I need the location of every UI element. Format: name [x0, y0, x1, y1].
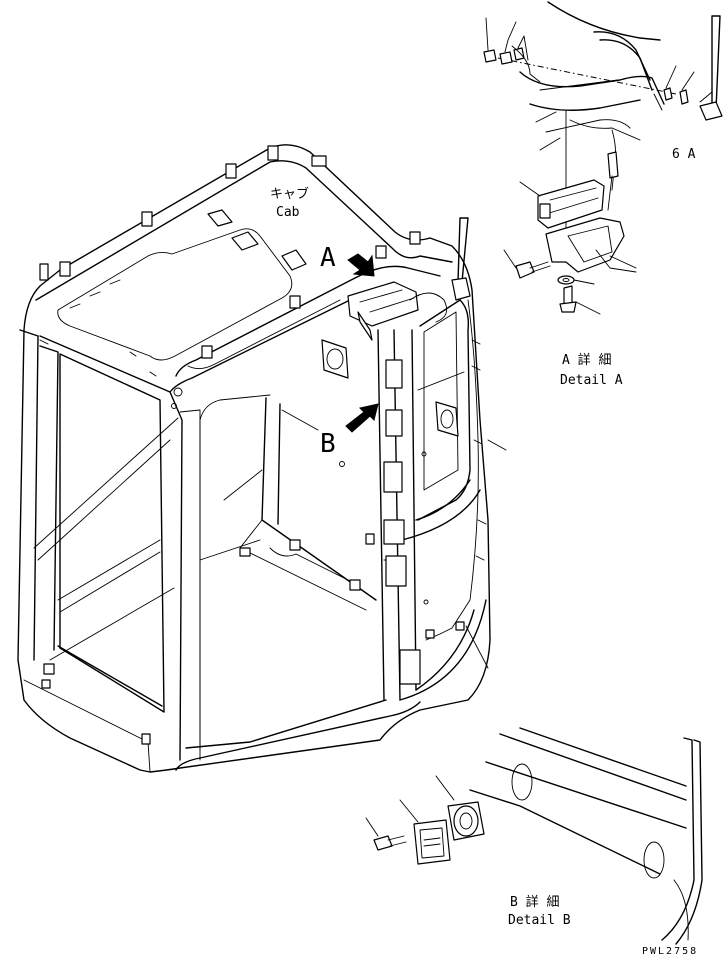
cab-body — [17, 144, 507, 773]
detail-a-assembly — [483, 1, 723, 315]
view-arrow-a — [347, 253, 375, 277]
detail-a-label-en: Detail A — [560, 373, 623, 388]
cab-label-jp: キャブ — [270, 186, 309, 202]
detail-b-label-en: Detail B — [508, 913, 571, 928]
part-6a-label: 6 A — [672, 147, 696, 162]
detail-a-label-jp: A 詳 細 — [562, 352, 611, 368]
view-arrow-b — [345, 403, 379, 433]
view-label-a: A — [320, 243, 336, 273]
drawing-number: PWL2758 — [642, 946, 698, 957]
detail-b-label-jp: B 詳 細 — [510, 894, 559, 910]
view-label-b: B — [320, 429, 336, 459]
cab-label-en: Cab — [276, 205, 300, 220]
detail-b-assembly — [365, 727, 703, 945]
